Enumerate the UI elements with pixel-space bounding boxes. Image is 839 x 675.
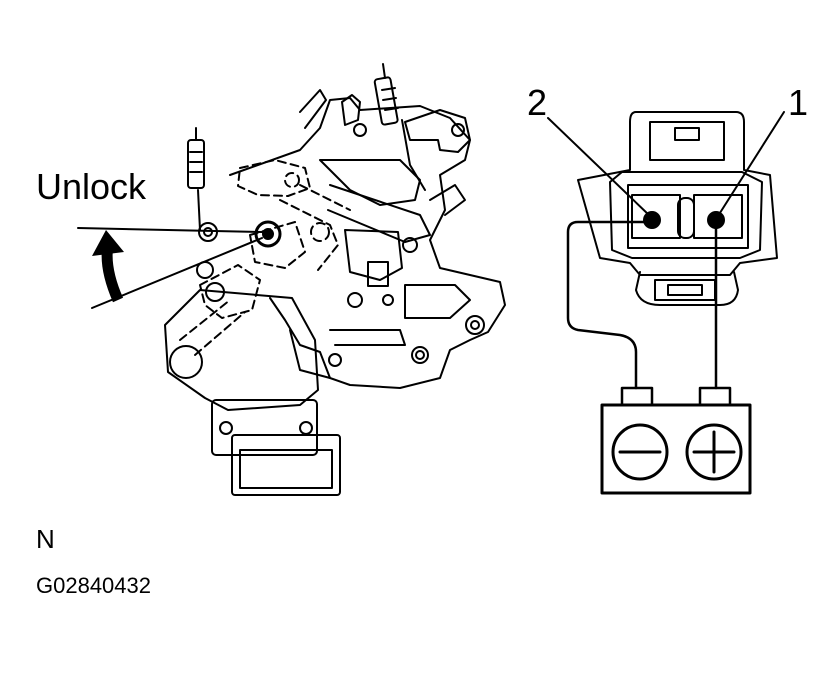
pin-1-leader xyxy=(717,111,785,217)
minus-icon xyxy=(611,423,669,481)
battery xyxy=(600,386,752,495)
pin-1-label: 1 xyxy=(788,82,809,123)
terminal-2 xyxy=(643,211,661,229)
door-lock-actuator xyxy=(164,63,506,496)
lever-mechanism xyxy=(179,159,351,356)
battery-negative-post xyxy=(620,386,654,407)
pin-2-label: 2 xyxy=(527,82,548,123)
pin-2-leader xyxy=(547,117,651,217)
rod-connector-right xyxy=(373,63,399,126)
rod-connector-left xyxy=(187,127,205,189)
figure-code: G02840432 xyxy=(36,573,151,598)
battery-positive-post xyxy=(698,386,732,407)
wire-negative xyxy=(566,220,654,390)
actuator-connector xyxy=(577,111,778,306)
note-label: N xyxy=(36,524,55,554)
unlock-arrow-icon xyxy=(92,230,124,303)
unlock-label: Unlock xyxy=(36,166,147,207)
plus-icon xyxy=(685,423,743,481)
